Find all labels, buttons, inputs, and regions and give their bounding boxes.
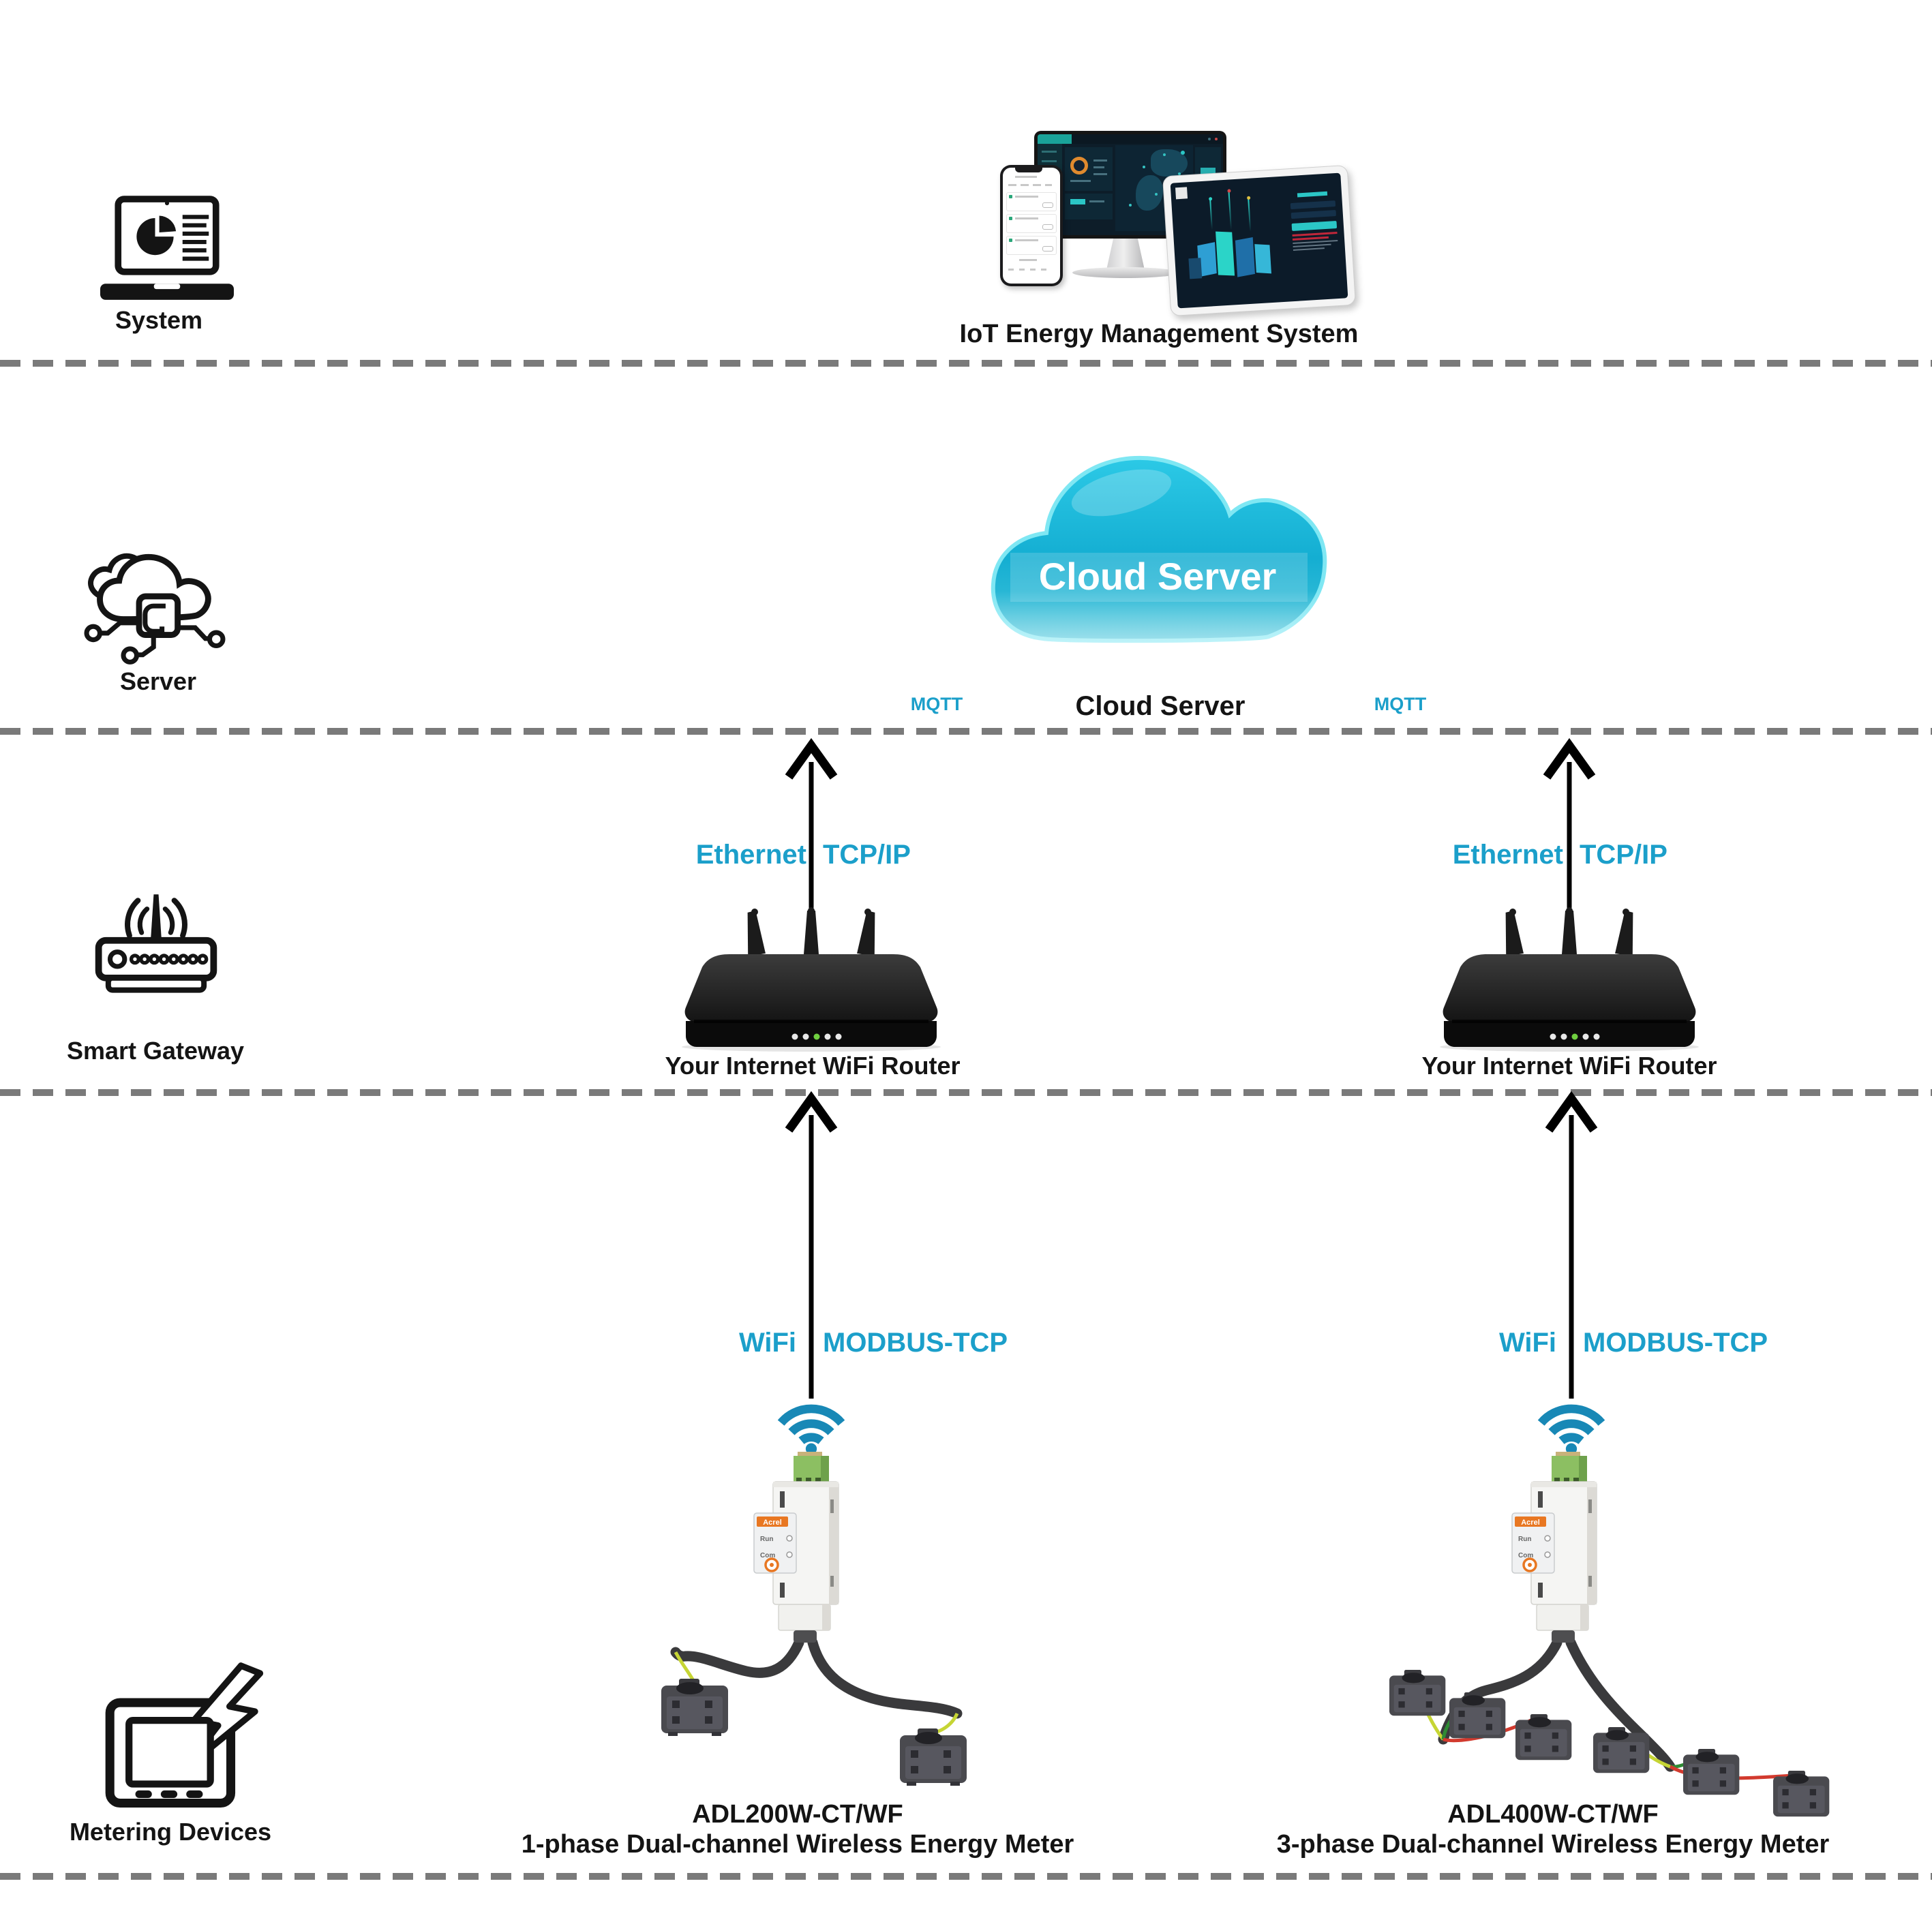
meter-desc-left: 1-phase Dual-channel Wireless Energy Met… (521, 1830, 1074, 1859)
wifi-router-right (1440, 907, 1699, 1052)
ems-title: IoT Energy Management System (959, 320, 1359, 348)
meter-uplink-arrow-left (785, 1091, 838, 1399)
login-panel (1290, 191, 1338, 253)
ct-clamp (661, 1679, 728, 1736)
meter-desc-right: 3-phase Dual-channel Wireless Energy Met… (1276, 1830, 1830, 1859)
cloud-graphic: Cloud Server (982, 455, 1336, 690)
layer-divider-3 (0, 1089, 1932, 1096)
wifi-router-left (682, 907, 941, 1052)
laptop-icon (100, 196, 234, 300)
monitor (1034, 131, 1226, 239)
meter-model-left: ADL200W-CT/WF (692, 1800, 903, 1829)
din-module: Acrel Run Com (753, 1452, 839, 1643)
tcpip-label-right: TCP/IP (1580, 840, 1667, 870)
metering-devices-icon (105, 1662, 264, 1808)
ct-clamp (900, 1728, 967, 1786)
led-label-run: Run (760, 1536, 773, 1543)
phone (1000, 165, 1063, 286)
brand-logo: Acrel (1521, 1519, 1540, 1527)
uplink-arrow-right (1543, 737, 1596, 908)
ct-wire-yellow (936, 1712, 959, 1734)
system-label: System (115, 306, 203, 334)
dashboard-donut-panel (1065, 147, 1113, 191)
wifi-label-right: WiFi (1498, 1328, 1556, 1358)
smart-gateway-icon (95, 894, 217, 993)
dashboard-logo (1038, 134, 1072, 144)
qr-code (1175, 187, 1188, 200)
cloud-server-icon (84, 553, 226, 665)
modbus-label-left: MODBUS-TCP (823, 1328, 1008, 1358)
din-module: Acrel Run Com (1511, 1452, 1597, 1643)
energy-meter-left: Acrel Run Com (661, 1452, 967, 1786)
cloud-banner-text: Cloud Server (1039, 555, 1277, 598)
server-label: Server (119, 667, 197, 695)
ethernet-label-right: Ethernet (1452, 840, 1563, 870)
led-label-run: Run (1518, 1536, 1531, 1543)
ct-clamps (1389, 1670, 1830, 1817)
metering-devices-label: Metering Devices (69, 1818, 272, 1846)
meter-uplink-arrow-right (1545, 1091, 1598, 1399)
wifi-signal-icon-right (1537, 1404, 1605, 1454)
cloud-caption: Cloud Server (1075, 691, 1246, 721)
energy-meter-right: Acrel Run Com (1389, 1452, 1830, 1817)
layer-divider-2 (0, 728, 1932, 735)
ct-cable (807, 1637, 963, 1719)
meter-model-right: ADL400W-CT/WF (1447, 1800, 1659, 1829)
led-label-com: Com (760, 1552, 775, 1559)
tcpip-label-left: TCP/IP (823, 840, 911, 870)
uplink-arrow-left (785, 737, 838, 908)
mqtt-label-left: MQTT (910, 694, 963, 714)
smart-gateway-label: Smart Gateway (66, 1037, 245, 1065)
ct-cable (670, 1637, 804, 1678)
tablet (1162, 164, 1357, 317)
wifi-label-left: WiFi (738, 1328, 796, 1358)
layer-divider-4 (0, 1873, 1932, 1880)
mqtt-label-right: MQTT (1374, 694, 1427, 714)
router-label-right: Your Internet WiFi Router (1421, 1052, 1717, 1080)
led-label-com: Com (1518, 1552, 1533, 1559)
ethernet-label-left: Ethernet (695, 840, 806, 870)
ct-cable (1565, 1637, 1676, 1772)
wifi-signal-icon-left (777, 1404, 845, 1454)
ems-devices-image (992, 129, 1357, 317)
brand-logo: Acrel (763, 1519, 782, 1527)
monitor-base (1072, 267, 1179, 278)
modbus-label-right: MODBUS-TCP (1583, 1328, 1768, 1358)
layer-divider-1 (0, 360, 1932, 367)
router-label-left: Your Internet WiFi Router (665, 1052, 961, 1080)
